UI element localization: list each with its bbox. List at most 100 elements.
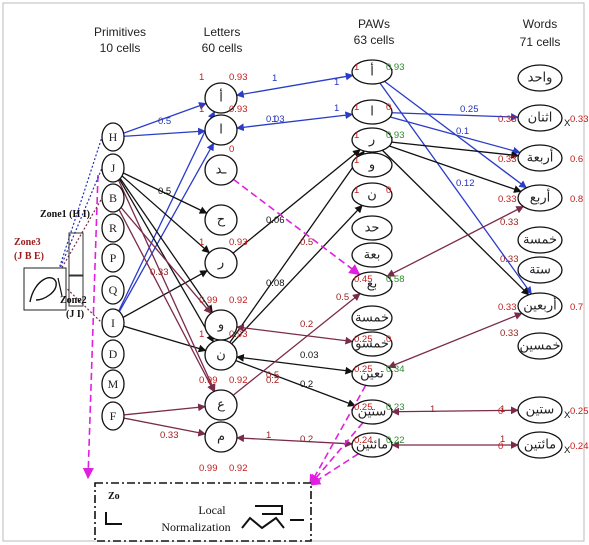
paw-label: تعين [360,367,384,382]
node-score-right: 0.58 [386,274,405,285]
letter-label: ح [217,213,226,228]
primitive-node-J: J [101,153,125,183]
edge-l7-p11 [236,354,354,375]
primitive-node-D: D [101,339,125,369]
node-score-right: 0.7 [570,302,583,313]
paw-label: خمسة [355,311,389,326]
node-score-right: 0.34 [386,364,405,375]
edge-weight-label: 1 [272,114,277,125]
header-paws-cells: 63 cells [354,33,395,47]
paw-label: خمسو [354,337,389,352]
edge-F-l8 [123,403,206,416]
zone2-label: Zone2 [60,295,87,306]
zone3-sub-label: (J B E) [14,251,44,262]
edge-I-l5 [122,270,208,318]
paw-node-p5: ن [351,182,393,208]
edge-weight-label: 0.2 [300,319,313,330]
node-score-left: 1 [354,155,359,166]
letter-node-l5: ر [204,247,238,279]
glyph-sample-box [23,267,67,311]
edge-l7-p3 [229,150,365,343]
edge-weight-label: 0.5 [158,116,171,127]
edge-weight-label: 0.03 [300,350,319,361]
edge-weight-label: 0.33 [500,254,519,265]
word-label: أربع [530,189,550,206]
edge-weight-label: 1 [272,73,277,84]
edge-p11-w7 [387,312,523,369]
zone-dotted-line [55,136,103,279]
primitive-label: M [108,377,119,391]
word-label: اثنان [528,111,553,126]
edge-l9-p13 [236,434,353,448]
paw-label: بعة [364,248,381,263]
primitive-label: H [109,130,118,144]
node-score-left: 0.33 [498,154,517,165]
node-score-right: 0 [386,102,391,113]
edge-p11-norm [309,384,367,486]
edge-l3-p8 [232,178,361,276]
primitive-label: J [111,161,116,175]
edge-I-l7 [123,325,207,353]
paw-node-p6: حد [351,215,393,241]
paw-node-p3: ر [351,127,393,153]
word-node-w3: أربعة [517,144,563,172]
edge-weight-label: 0.33 [500,217,519,228]
paw-node-p13: مائتين [351,432,393,458]
word-node-w9: ستين [517,396,563,424]
node-score-right: 0.93 [229,237,248,248]
primitive-label: R [109,221,117,235]
paw-label: و [368,158,375,173]
letter-label: ن [216,348,226,363]
primitive-node-H: H [101,122,125,152]
node-score-right: 0.92 [229,463,248,474]
edge-weight-label: 1 [430,404,435,415]
paw-node-p4: و [351,152,393,178]
word-label: خمسة [523,233,557,248]
edge-p3-w3 [391,141,520,159]
edge-weight-label: 0.2 [300,379,313,390]
paw-label: أ [370,63,374,80]
edge-H-l1 [123,102,207,134]
node-score-right: 0.8 [570,194,583,205]
letter-label: م [217,430,225,445]
edge-p2-w2 [391,112,519,121]
edge-weight-label: 0.12 [456,178,475,189]
node-score-left: 0.33 [498,302,517,313]
edge-weight-label: 1 [500,434,505,445]
paw-label: حد [365,221,380,236]
node-score-right: 0.93 [229,329,248,340]
word-node-w10: مائتين [517,431,563,459]
node-score-right: 0.23 [386,402,405,413]
node-score-right: 0.93 [386,62,405,73]
node-score-right: 0.22 [386,435,405,446]
rejection-mark: X [564,410,571,421]
word-label: خمسين [520,339,561,354]
paw-node-p2: ا [351,99,393,125]
paw-label: ا [370,105,374,120]
node-score-left: 0 [498,406,503,417]
primitive-node-R: R [101,213,125,243]
letter-label: أ [219,89,223,106]
header-letters-title: Letters [204,25,241,39]
letter-label: ا [219,123,223,138]
edge-J-l6 [119,178,213,314]
edge-p8-w4 [386,205,525,277]
node-score-right: 0 [386,185,391,196]
edge-weight-label: 0.33 [160,430,179,441]
glyph-sample-dot [57,277,63,297]
edge-J-l4 [123,172,208,214]
edge-weight-label: 0.06 [266,215,285,226]
node-score-right: 0 [229,144,234,155]
paw-node-p1: أ [351,59,393,85]
normalization-glyph-bottom [241,516,285,530]
paw-node-p11: تعين [351,361,393,387]
node-score-left: 0.33 [498,194,517,205]
edge-p13-norm [309,453,359,486]
normalization-zone-label: Zo [108,491,120,502]
zone1-bracket [68,232,84,276]
edge-l1-p1 [235,72,354,98]
word-label: أربعين [523,297,557,314]
edge-J-norm [82,174,99,480]
node-score-right: 0.93 [386,130,405,141]
